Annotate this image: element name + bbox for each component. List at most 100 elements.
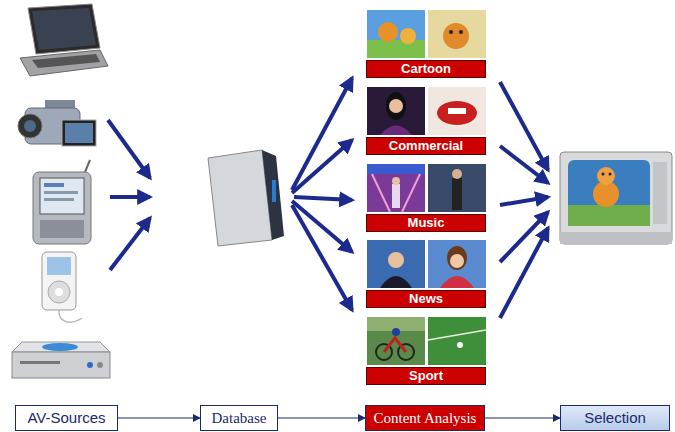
pda-icon (44, 198, 74, 201)
flow-arrow (278, 417, 365, 418)
input-arrows (110, 218, 150, 270)
television-icon (560, 232, 672, 244)
analysis-arrows (292, 78, 352, 310)
laptop-icon (32, 8, 96, 50)
input-arrows (110, 195, 150, 199)
commercial-thumbnails (380, 126, 412, 136)
news-thumbnails (447, 246, 467, 270)
television-icon (568, 160, 650, 226)
node-text: News (409, 291, 443, 307)
laptop-icon (28, 4, 100, 54)
camcorder-icon (18, 114, 42, 138)
node-text: Commercial (389, 138, 463, 154)
music-player-icon (42, 252, 82, 322)
cartoon-thumbnails (449, 30, 453, 34)
cartoon-thumbnails (367, 10, 486, 58)
laptop-icon (20, 4, 108, 76)
music-thumbnails (392, 177, 400, 185)
pda-icon (33, 160, 91, 244)
news-thumbnails (450, 254, 464, 268)
commercial-thumbnails (428, 87, 486, 135)
cartoon-thumbnails (459, 30, 463, 34)
television-icon (602, 173, 605, 176)
process-box: AV-Sources (15, 405, 118, 431)
analysis-arrows (292, 205, 352, 310)
music-player-icon (47, 257, 71, 275)
pda-icon (85, 160, 90, 172)
selection-arrows (500, 212, 548, 262)
television-icon (597, 167, 615, 185)
dvd-player-icon (20, 361, 60, 364)
pda-icon (44, 183, 64, 187)
commercial-thumbnails (448, 108, 466, 114)
category-label: News (366, 290, 486, 308)
news-thumbnails (440, 276, 474, 288)
sport-thumbnails (428, 330, 486, 340)
cartoon-thumbnails (367, 40, 425, 58)
sport-thumbnails (384, 338, 406, 352)
category-label: Music (366, 214, 486, 232)
dvd-player-icon (12, 342, 110, 378)
music-player-icon (55, 288, 63, 296)
analysis-arrows (294, 197, 352, 200)
pda-icon (40, 178, 84, 214)
camcorder-icon (62, 120, 96, 146)
dvd-player-icon (97, 362, 103, 368)
node-text: Cartoon (401, 61, 451, 77)
camcorder-icon (18, 100, 96, 146)
sport-thumbnails (428, 317, 486, 365)
news-thumbnails (367, 240, 425, 288)
music-thumbnails (372, 174, 390, 212)
node-text: Database (212, 409, 267, 427)
node-text: Sport (409, 368, 443, 384)
music-player-icon (48, 281, 70, 303)
input-arrows (108, 120, 150, 270)
music-thumbnails (367, 164, 425, 174)
input-arrows (108, 120, 150, 178)
commercial-thumbnails (437, 101, 477, 125)
cartoon-thumbnails (428, 10, 486, 58)
news-thumbnails (428, 240, 486, 288)
sport-thumbnails (367, 317, 425, 365)
hard-drive-icon (208, 150, 284, 246)
television-icon (568, 205, 650, 226)
selection-arrows (500, 197, 548, 205)
selection-arrows (500, 82, 548, 170)
commercial-thumbnails (389, 99, 403, 113)
television-icon (560, 152, 672, 244)
music-thumbnails (367, 164, 425, 212)
television-icon (653, 162, 667, 224)
category-label: Commercial (366, 137, 486, 155)
hard-drive-icon (262, 150, 284, 240)
laptop-icon (20, 50, 108, 76)
analysis-arrows (292, 201, 352, 252)
selection-arrows (500, 82, 548, 318)
selection-arrows (500, 228, 548, 318)
laptop-icon (32, 54, 100, 68)
pda-icon (44, 191, 78, 194)
cartoon-thumbnails (367, 10, 425, 58)
sport-thumbnails (392, 328, 400, 336)
commercial-thumbnails (386, 92, 406, 120)
news-thumbnails (380, 276, 412, 288)
music-thumbnails (452, 178, 462, 210)
pda-icon (33, 172, 91, 244)
camcorder-icon (24, 120, 36, 132)
analysis-arrows (292, 140, 352, 193)
hard-drive-icon (208, 150, 272, 246)
node-text: AV-Sources (27, 409, 105, 427)
dvd-player-icon (12, 352, 110, 378)
category-label: Cartoon (366, 60, 486, 78)
cartoon-thumbnails (400, 28, 416, 44)
process-box: Database (200, 405, 278, 431)
pda-icon (40, 220, 84, 238)
process-box: Selection (560, 405, 670, 431)
music-player-icon (42, 252, 76, 310)
dvd-player-icon (12, 342, 110, 352)
music-thumbnails (428, 164, 486, 212)
selection-arrows (500, 146, 548, 183)
dvd-player-icon (87, 362, 93, 368)
